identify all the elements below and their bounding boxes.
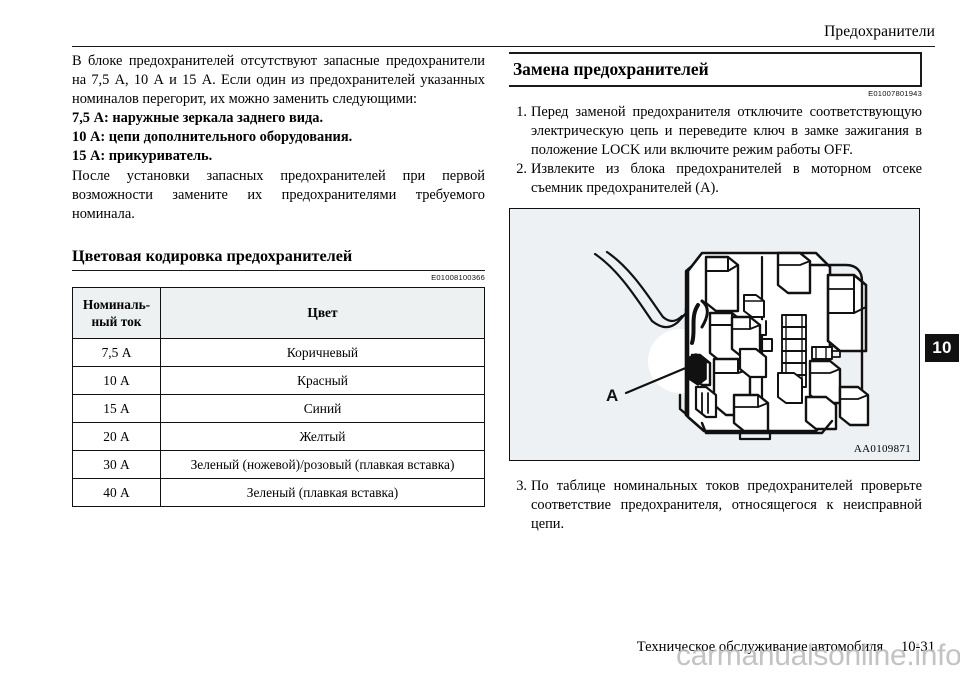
page-title: Предохранители: [824, 23, 935, 40]
step-text: Извлеките из блока предохранителей в мот…: [531, 160, 922, 196]
footer-page-number: 10-31: [900, 639, 935, 655]
list-item: 3. По таблице номинальных токов предохра…: [509, 477, 922, 534]
section-heading-toprule: [509, 52, 922, 54]
cell-color: Красный: [160, 365, 485, 395]
figure-code: AA0109871: [853, 443, 911, 456]
fuse-color-table: Номиналь- ный ток Цвет 7,5 А Коричневый …: [72, 286, 485, 507]
cell-color: Зеленый (ножевой)/розовый (плавкая встав…: [160, 449, 485, 479]
intro-paragraph: В блоке предохранителей отсутствуют запа…: [72, 53, 485, 108]
fuse-table-body: 7,5 А Коричневый 10 А Красный 15 А Синий…: [72, 337, 485, 507]
replacement-steps-list: 1. Перед заменой предохранителя отключит…: [509, 103, 922, 198]
section-heading-fuse-replacement: Замена предохранителей: [509, 53, 922, 87]
list-item: 2. Извлеките из блока предохранителей в …: [509, 160, 922, 198]
fuse-box-illustration: A AA0109871: [509, 208, 920, 462]
cell-rating: 40 А: [72, 477, 161, 507]
replacement-steps-list-continued: 3. По таблице номинальных токов предохра…: [509, 477, 922, 534]
cell-color: Коричневый: [160, 337, 485, 367]
column-header-rating: Номиналь- ный ток: [72, 286, 161, 339]
section-heading-color-coding: Цветовая кодировка предохранителей: [72, 246, 485, 271]
table-row: 7,5 А Коричневый: [72, 337, 485, 367]
callout-label-a: A: [606, 386, 618, 405]
table-row: 20 А Желтый: [72, 421, 485, 451]
cell-rating: 30 А: [72, 449, 161, 479]
cell-color: Зеленый (плавкая вставка): [160, 477, 485, 507]
column-header-rating-line1: Номиналь-: [82, 296, 151, 312]
spare-fuse-line-2: 10 А: цепи дополнительного оборудования.: [72, 129, 353, 146]
table-row: 10 А Красный: [72, 365, 485, 395]
fuse-box-drawing: A: [593, 250, 870, 441]
column-header-rating-line2: ный ток: [91, 313, 142, 329]
cell-color: Синий: [160, 393, 485, 423]
step-number: 1.: [516, 103, 527, 120]
step-text: Перед заменой предохранителя отключите с…: [531, 103, 922, 158]
column-header-color: Цвет: [160, 286, 485, 339]
table-row: 40 А Зеленый (плавкая вставка): [72, 477, 485, 507]
site-watermark: carmanualsonline.info: [676, 639, 960, 672]
chapter-tab: 10: [925, 334, 959, 362]
page-footer: Техническое обслуживание автомобиля 10-3…: [72, 637, 935, 657]
footer-section-title: Техническое обслуживание автомобиля: [636, 639, 884, 655]
right-column: Замена предохранителей E01007801943 1. П…: [509, 52, 922, 534]
closing-paragraph: После установки запасных предохранителей…: [72, 167, 485, 222]
cell-rating: 7,5 А: [72, 337, 161, 367]
spare-fuse-line-3: 15 А: прикуриватель.: [72, 148, 213, 165]
cell-rating: 20 А: [72, 421, 161, 451]
cell-color: Желтый: [160, 421, 485, 451]
spare-fuse-line-1: 7,5 А: наружные зеркала заднего вида.: [72, 110, 324, 127]
page-header: Предохранители: [72, 22, 935, 47]
step-number: 2.: [516, 160, 527, 177]
cell-rating: 15 А: [72, 393, 161, 423]
left-column: В блоке предохранителей отсутствуют запа…: [72, 52, 485, 507]
cell-rating: 10 А: [72, 365, 161, 395]
step-text: По таблице номинальных токов предохранит…: [531, 478, 922, 533]
section-ecode-fuse-replacement: E01007801943: [868, 88, 922, 98]
section-ecode-color-coding: E01008100366: [431, 272, 485, 282]
step-number: 3.: [516, 478, 527, 495]
list-item: 1. Перед заменой предохранителя отключит…: [509, 103, 922, 160]
table-header-row: Номиналь- ный ток Цвет: [72, 286, 485, 339]
table-row: 30 А Зеленый (ножевой)/розовый (плавкая …: [72, 449, 485, 479]
table-row: 15 А Синий: [72, 393, 485, 423]
